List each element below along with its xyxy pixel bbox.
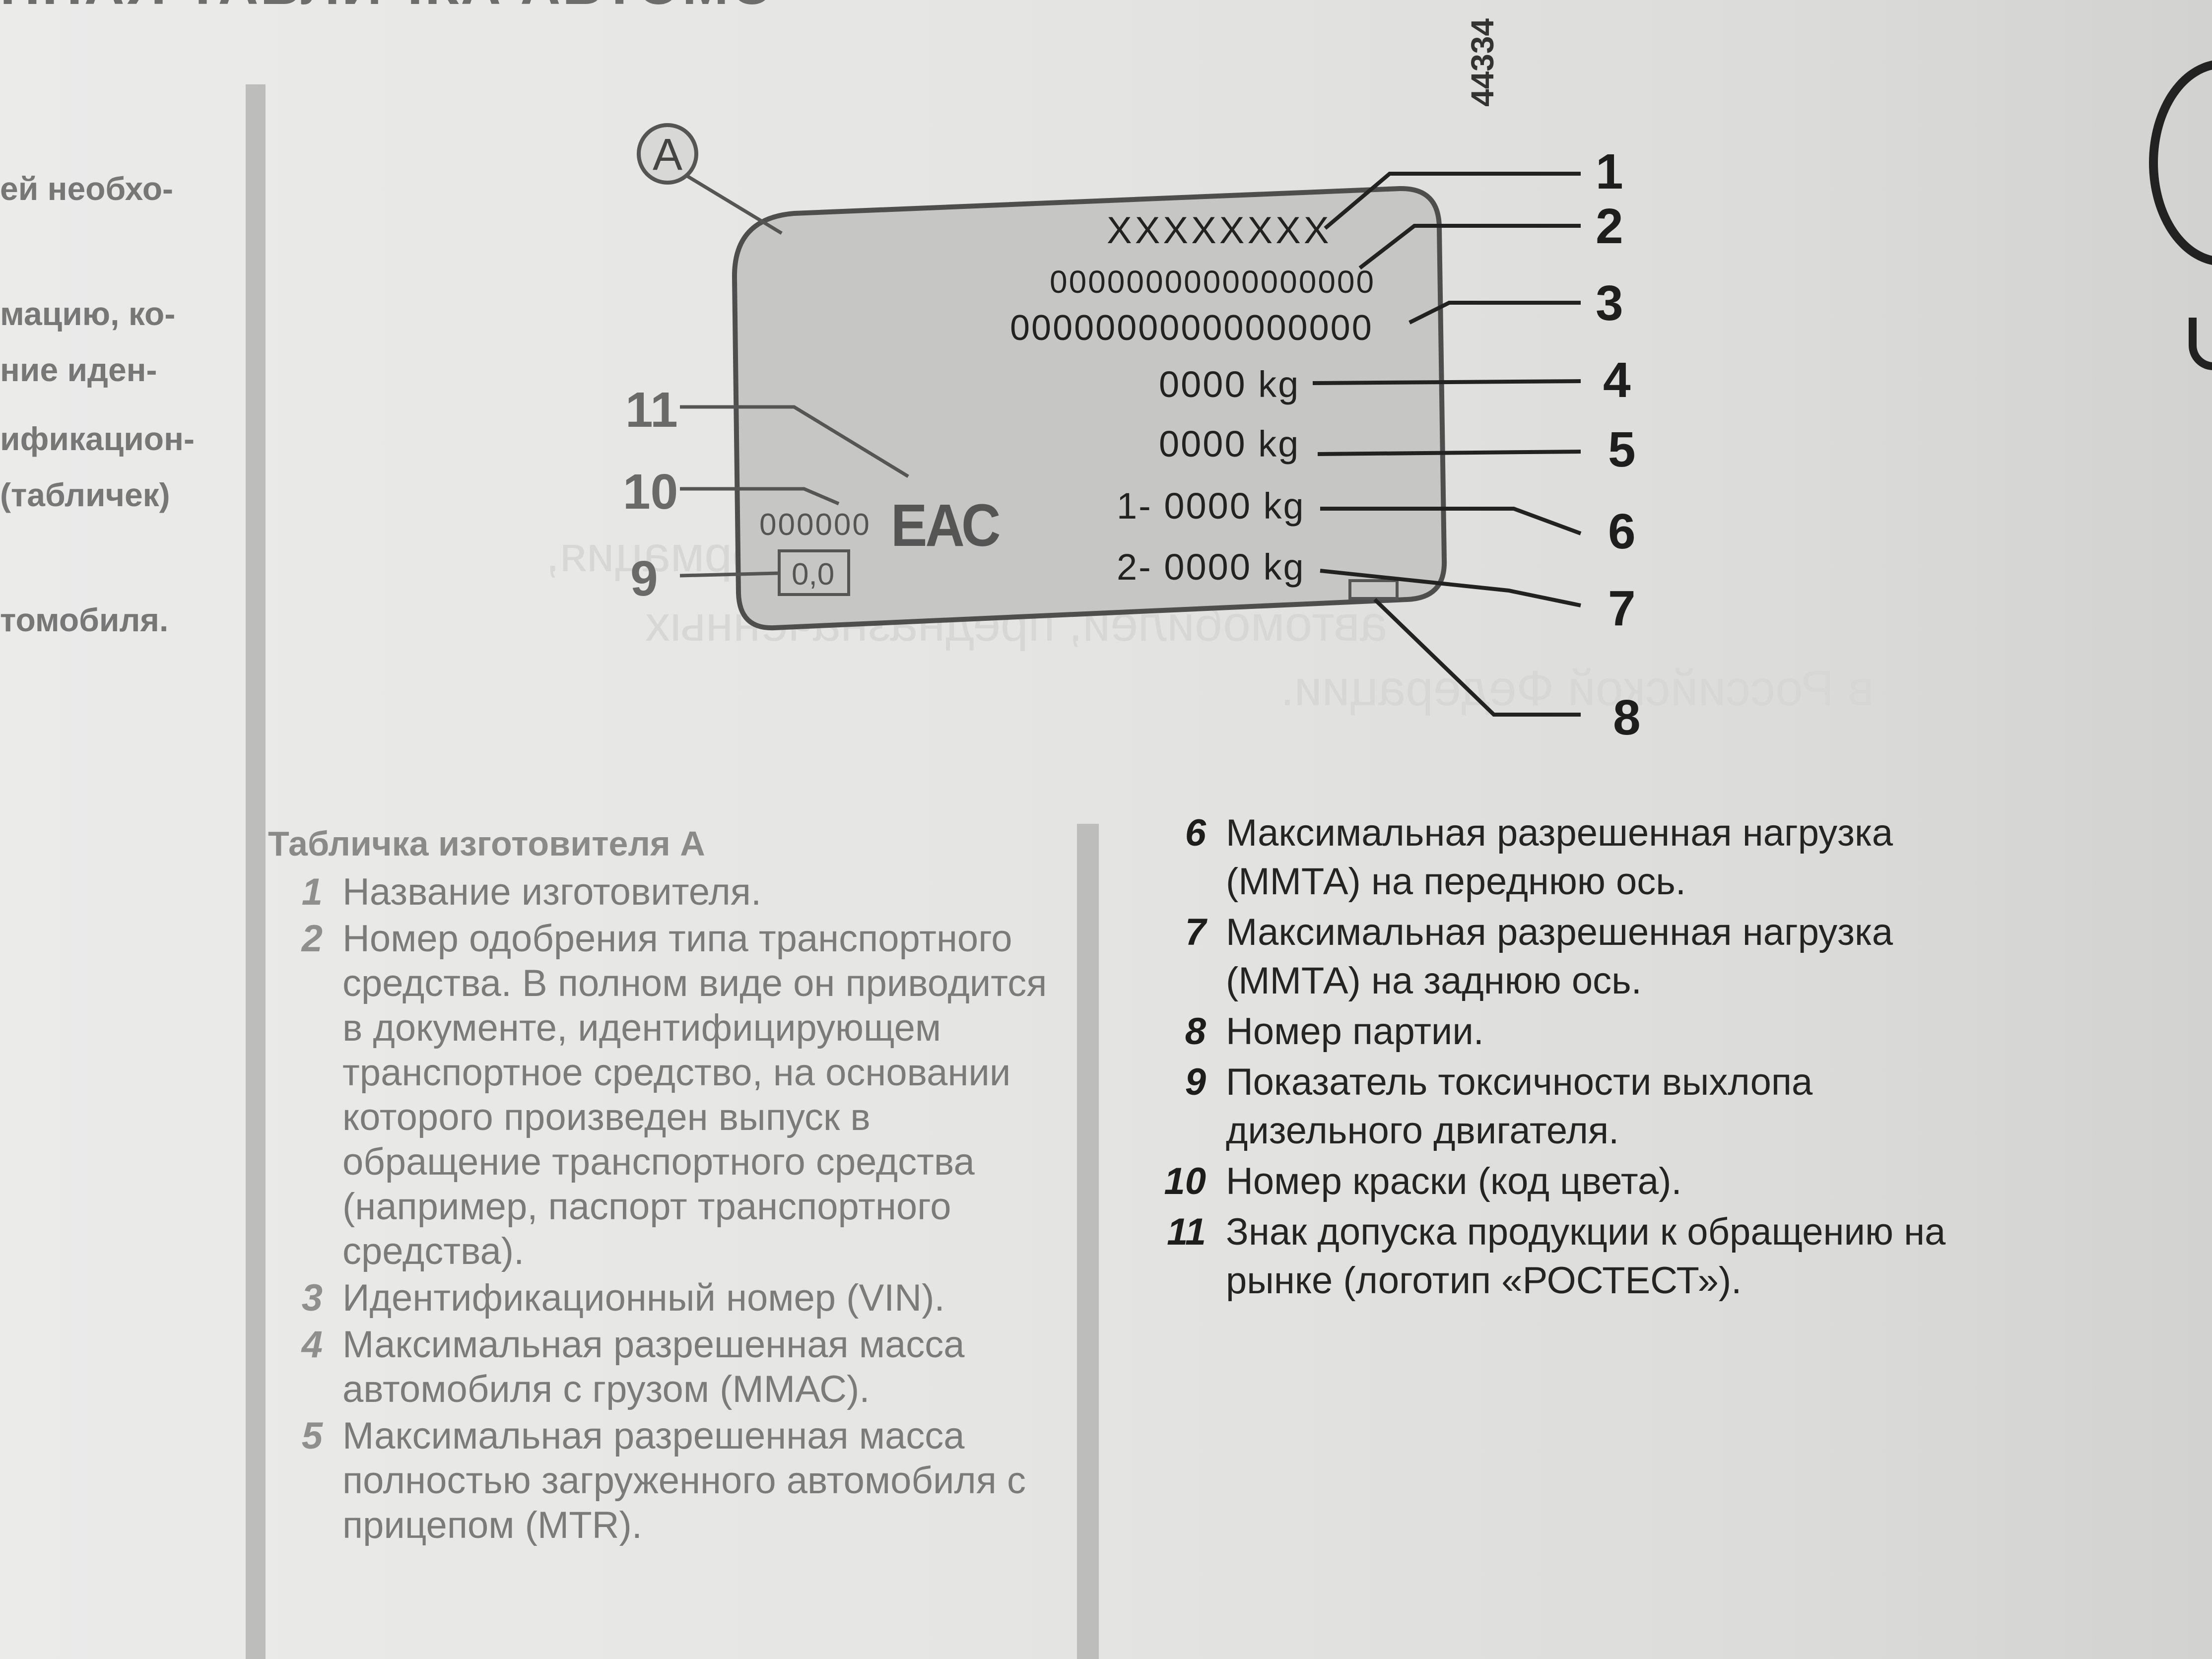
legend-item-text: Идентификационный номер (VIN). [342,1277,945,1319]
plate-paint-code: 000000 [759,508,871,542]
side-note-line: ние иден- [0,351,157,388]
plate-mmac: 0000 kg [1159,364,1300,405]
legend-item-number: 9 [1185,1061,1206,1103]
column-divider-bar [1077,824,1099,1659]
legend-item: 5 Максимальная разрешенная масса полност… [268,1414,1072,1548]
legend-item-text: Максимальная разрешенная нагрузка (ММТА)… [1226,812,1893,903]
legend-item-number: 6 [1185,812,1206,854]
legend-item-number: 1 [301,871,323,913]
leader-1 [1324,172,1581,230]
legend-item-number: 8 [1185,1010,1206,1053]
side-note-line: томобиля. [0,601,169,638]
legend-item-text: Максимальная разрешенная масса полностью… [342,1415,1026,1546]
leader-6 [1320,507,1582,535]
callout-7: 7 [1608,581,1636,636]
leader-5 [1317,450,1581,456]
plate-toxicity-box [778,549,850,596]
legend-item-number: 11 [1167,1211,1206,1253]
callout-4: 4 [1603,352,1631,408]
legend-item: 11 Знак допуска продукции к обращению на… [1156,1208,1990,1305]
legend-item-text: Максимальная разрешенная нагрузка (ММТА)… [1226,911,1893,1002]
callout-10: 10 [623,464,678,520]
side-note-line: (табличек) [0,476,170,513]
callout-leaders-right [1312,172,1582,717]
plate-approval-number: 00000000000000000 [1050,264,1375,300]
label-a-leader [686,175,783,235]
callout-5: 5 [1608,422,1636,477]
legend-item-text: Название изготовителя. [342,871,762,913]
leader-2 [1358,224,1581,270]
callout-1: 1 [1596,144,1623,199]
plate-manufacturer: XXXXXXXX [1107,209,1332,252]
legend-item: 7 Максимальная разрешенная нагрузка (ММТ… [1156,908,1990,1005]
legend-right-column: 6 Максимальная разрешенная нагрузка (ММТ… [1156,809,1990,1307]
legend-item: 9 Показатель токсичности выхлопа дизельн… [1156,1058,1990,1155]
page-header-fragment: ННАЯ ТАБЛИЧКА АВТОМО [0,0,776,17]
callout-9: 9 [630,551,658,606]
leader-10 [680,487,840,506]
leader-8 [1373,598,1581,717]
plate-toxicity: 0,0 [792,557,834,592]
legend-item: 8 Номер партии. [1156,1007,1990,1056]
legend-item-text: Максимальная разрешенная масса автомобил… [342,1324,965,1410]
legend-item-text: Показатель токсичности выхлопа дизельног… [1226,1061,1813,1152]
legend-title: Табличка изготовителя A [268,824,705,863]
side-note-line: ификацион- [0,420,195,457]
legend-item-text: Номер партии. [1226,1010,1484,1053]
legend-item-text: Номер краски (код цвета). [1226,1160,1682,1202]
legend-item-text: Номер одобрения типа транспортного средс… [342,918,1047,1272]
legend-item-number: 5 [301,1415,323,1457]
leader-11 [680,405,909,478]
legend-item-number: 2 [301,918,323,960]
legend-item: 6 Максимальная разрешенная нагрузка (ММТ… [1156,809,1990,906]
callout-8: 8 [1613,690,1641,745]
callout-11: 11 [625,382,678,438]
side-note-block-1: ей необхо- мацию, ко- ификацион- [0,84,195,501]
plate-eac-mark: ЕАС [891,491,1000,559]
label-a-circle [637,123,698,185]
side-note-line: ей необхо- [0,170,173,207]
legend-item: 1 Название изготовителя. [268,870,1072,915]
legend-item-text: Знак допуска продукции к обращению на ры… [1226,1211,1946,1302]
plate-outline [732,186,1447,631]
legend-item: 2 Номер одобрения типа транспортного сре… [268,917,1072,1274]
legend-item: 3 Идентификационный номер (VIN). [268,1276,1072,1321]
plate-batch-box [1348,579,1399,600]
label-a-text: A [653,130,682,180]
side-note-block-2: ние иден- (табличек) томобиля. [0,265,170,682]
callout-6: 6 [1608,504,1636,559]
plate-vin: 00000000000000000 [1010,308,1373,348]
leader-4 [1312,379,1581,385]
legend-left-column: Табличка изготовителя A 1 Название изгот… [268,821,1072,1550]
plate-front-axle: 1- 0000 kg [1117,485,1305,527]
side-note-line: мацию, ко- [0,295,176,332]
leader-9 [679,571,780,578]
leader-7 [1320,569,1581,607]
callout-leaders-left [679,405,909,578]
plate-rear-axle: 2- 0000 kg [1117,546,1305,588]
legend-item: 10 Номер краски (код цвета). [1156,1157,1990,1206]
legend-item-number: 7 [1185,911,1206,953]
legend-item-number: 10 [1164,1160,1206,1202]
legend-item-number: 4 [301,1324,323,1366]
plate-mtr: 0000 kg [1159,423,1300,465]
callout-3: 3 [1596,275,1623,331]
leader-3 [1408,301,1581,325]
left-margin-bar [246,84,266,1659]
callout-2: 2 [1596,199,1623,254]
legend-item: 4 Максимальная разрешенная масса автомоб… [268,1323,1072,1412]
legend-item-number: 3 [301,1277,323,1319]
